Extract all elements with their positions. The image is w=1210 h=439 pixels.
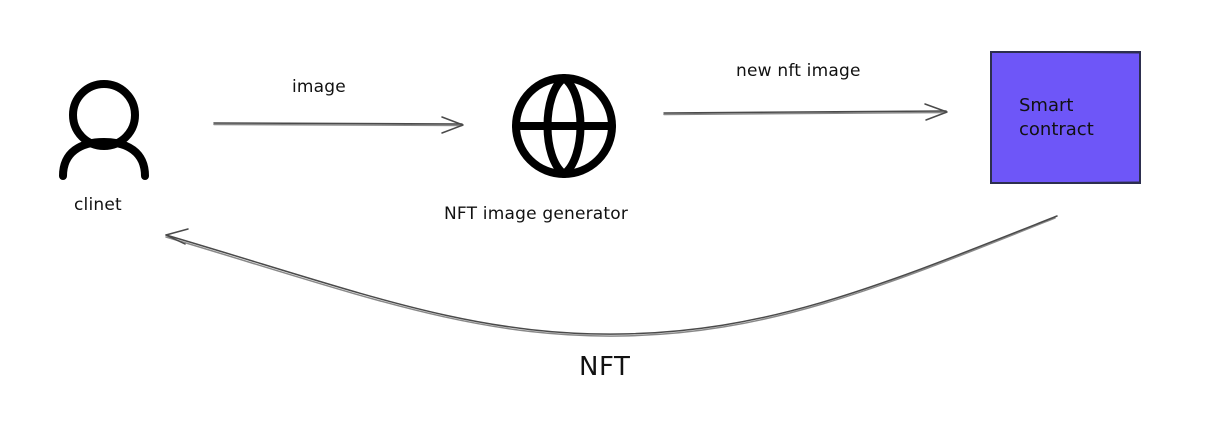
- arrow-contract-to-client: [165, 215, 1058, 337]
- smart-contract-box: [990, 51, 1141, 184]
- generator-label: NFT image generator: [444, 204, 629, 224]
- smart-contract-label: Smart contract: [1019, 95, 1094, 140]
- new-nft-image-edge-label: new nft image: [736, 61, 861, 81]
- globe-icon: [512, 74, 616, 178]
- nft-edge-label: NFT: [579, 352, 631, 382]
- person-icon: [59, 80, 149, 180]
- client-label: clinet: [74, 195, 122, 215]
- image-edge-label: image: [292, 77, 346, 97]
- arrow-client-to-generator: [213, 116, 464, 134]
- arrow-generator-to-contract: [663, 103, 948, 121]
